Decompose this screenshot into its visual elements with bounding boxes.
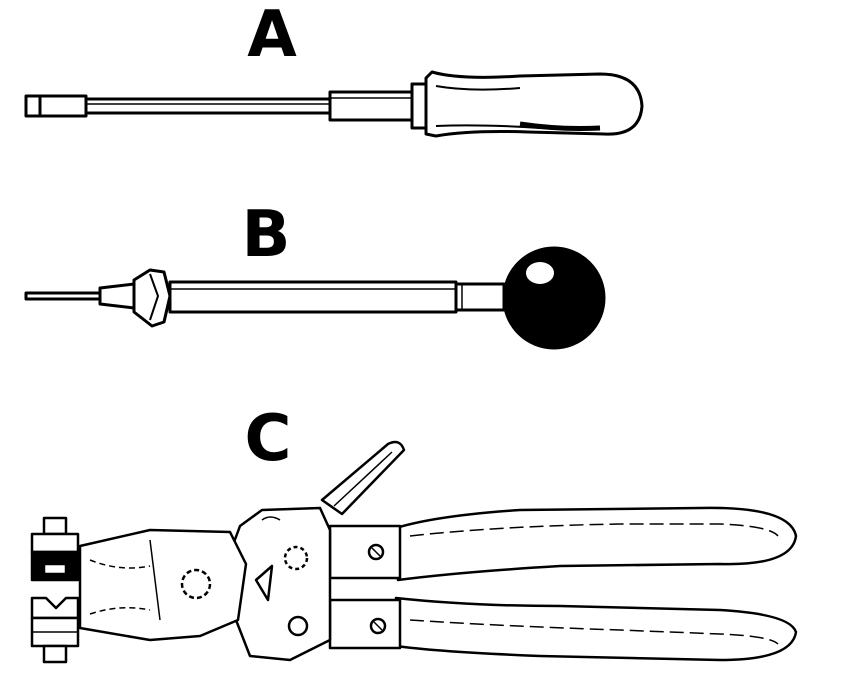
label-b: B <box>242 198 291 272</box>
label-c: C <box>245 402 292 476</box>
hose-clamp-pliers-icon <box>30 440 798 664</box>
ball-handle-tool-icon <box>24 246 606 350</box>
label-a: A <box>247 0 297 72</box>
nut-driver-icon <box>24 70 644 138</box>
